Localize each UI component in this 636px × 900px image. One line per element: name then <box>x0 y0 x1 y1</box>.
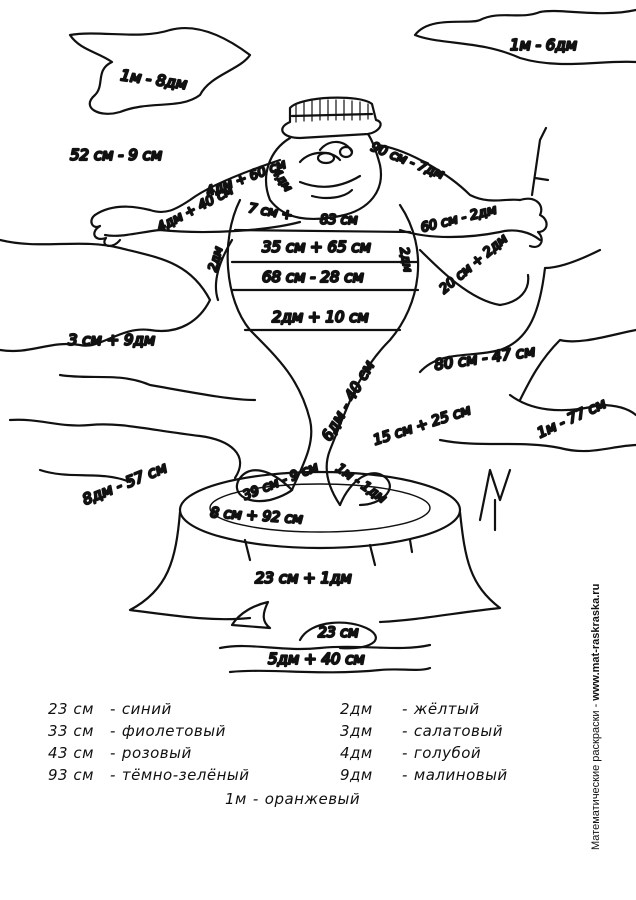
label-sky-left-upper: 52 см - 9 см <box>70 146 162 164</box>
legend-color-name: фиолетовый <box>121 722 226 740</box>
watermark-text: Математические раскраски - <box>590 700 602 850</box>
face <box>298 140 362 200</box>
label-right-side-small: 2дм <box>397 246 415 273</box>
cloud-top-right <box>413 8 636 66</box>
left-sleeve <box>214 238 234 302</box>
watermark-site: www.mat-raskraska.ru <box>590 583 602 701</box>
right-arm <box>376 143 542 242</box>
belt-lines <box>230 228 420 332</box>
legend-value: 3дм <box>340 722 373 740</box>
legend-value: 93 см <box>48 766 94 784</box>
legend-color-name: салатовый <box>413 722 503 740</box>
label-ground-left: 8дм - 57 см <box>80 458 170 508</box>
ground-right <box>418 248 636 453</box>
grass-line <box>218 643 432 674</box>
legend-value: 9дм <box>340 766 373 784</box>
legend-item: 9дм-малиновый <box>340 766 508 784</box>
cloud-left-lower <box>0 238 212 353</box>
legend-color-name: голубой <box>413 744 482 762</box>
right-hand <box>518 197 548 248</box>
left-arm <box>93 158 302 237</box>
label-tail: 6дм - 40 см <box>318 357 378 444</box>
legend-item-bottom: 1м-оранжевый <box>225 790 361 808</box>
label-belt-3: 2дм + 10 см <box>272 308 369 326</box>
legend-item: 43 см-розовый <box>48 744 192 762</box>
legend-value: 2дм <box>340 700 373 718</box>
label-collar-left: 7 см + <box>247 201 293 223</box>
label-cloud-top-right: 1м - 6дм <box>510 36 577 54</box>
eye-left <box>316 151 336 165</box>
legend-item: 33 см-фиолетовый <box>48 722 226 740</box>
legend-item: 4дм-голубой <box>340 744 482 762</box>
ground-left <box>8 373 257 484</box>
label-chin: 4дм <box>270 166 296 194</box>
label-sky-left-middle: 3 см + 9дм <box>68 331 155 349</box>
label-stump-foot: 23 см <box>318 625 359 641</box>
legend-value: 43 см <box>48 744 94 762</box>
label-belt-2: 68 см - 28 см <box>262 268 364 286</box>
head <box>265 132 383 221</box>
label-collar-right: 83 см <box>320 213 358 228</box>
hat <box>281 96 382 140</box>
label-sky-right: 80 см - 47 см <box>433 342 536 374</box>
label-cloud-top-left: 1м - 8дм <box>119 66 188 93</box>
label-stump-rim: 8 см + 92 см <box>210 505 304 527</box>
label-left-side-small: 2дм <box>205 245 225 273</box>
right-sleeve <box>418 248 530 307</box>
legend-value: 1м <box>225 790 247 808</box>
label-right-sleeve: 20 см + 2дм <box>437 232 511 298</box>
legend-color-name: малиновый <box>413 766 508 784</box>
stump-ring <box>209 483 431 533</box>
ground-right-twigs <box>478 468 512 532</box>
watermark: Математические раскраски - www.mat-raskr… <box>590 584 602 850</box>
left-hand <box>90 213 122 247</box>
tail-fins <box>235 469 391 507</box>
legend-color-name: тёмно-зелёный <box>121 766 250 784</box>
eye-right <box>338 145 354 159</box>
stump-body <box>128 510 502 624</box>
legend-color-name: розовый <box>121 744 192 762</box>
legend-value: 23 см <box>48 700 94 718</box>
legend-color-name: оранжевый <box>264 790 361 808</box>
label-belt-1: 35 см + 65 см <box>262 238 371 256</box>
hat-band <box>295 99 369 123</box>
label-stump-body: 23 см + 1дм <box>255 569 352 587</box>
stump-top <box>178 470 462 550</box>
label-grass: 5дм + 40 см <box>268 650 365 668</box>
label-right-arm: 60 см - 2дм <box>419 202 498 235</box>
legend-color-name: жёлтый <box>413 700 480 718</box>
legend-item: 2дм-жёлтый <box>340 700 480 718</box>
legend-item: 3дм-салатовый <box>340 722 503 740</box>
legend-item: 93 см-тёмно-зелёный <box>48 766 250 784</box>
shark-fin <box>230 600 272 630</box>
label-ground-right: 1м - 77 см <box>535 396 609 442</box>
legend-value: 33 см <box>48 722 94 740</box>
legend-color-name: синий <box>121 700 172 718</box>
stick-right <box>530 126 550 197</box>
body-outline <box>226 198 420 507</box>
stump-cracks <box>243 538 414 567</box>
legend-item: 23 см-синий <box>48 700 172 718</box>
cloud-top-left <box>68 26 252 115</box>
legend-value: 4дм <box>340 744 373 762</box>
